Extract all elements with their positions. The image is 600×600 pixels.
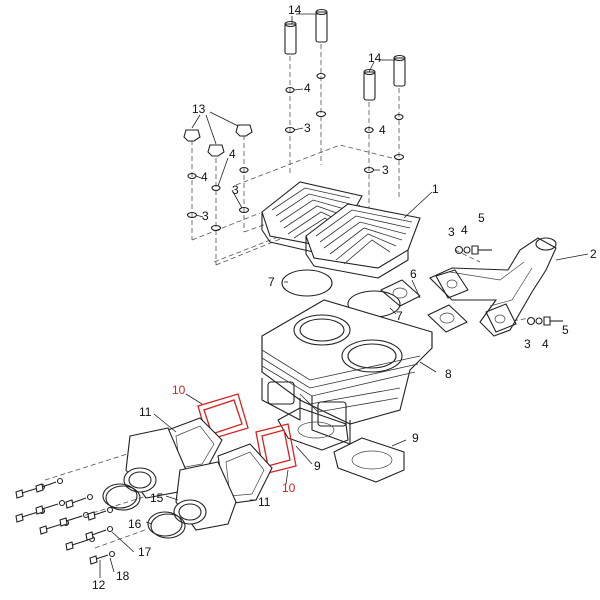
screw — [59, 511, 90, 527]
intake-flanges — [123, 427, 237, 531]
screw — [39, 519, 70, 535]
washer — [239, 166, 249, 174]
callout-10: 10 — [172, 383, 186, 397]
spacer-sleeve — [315, 11, 328, 43]
callout-15: 15 — [150, 491, 164, 505]
callout-6: 6 — [410, 267, 417, 281]
screw — [35, 477, 64, 493]
exhaust-gaskets — [380, 279, 468, 333]
screw — [85, 525, 114, 541]
callout-4: 4 — [229, 147, 236, 161]
screw — [65, 493, 94, 509]
nut — [183, 129, 201, 142]
callout-3: 3 — [232, 183, 239, 197]
screw — [65, 535, 96, 551]
callout-4: 4 — [379, 123, 386, 137]
callout-16: 16 — [128, 517, 142, 531]
callout-12: 12 — [92, 578, 106, 592]
callout-3: 3 — [524, 337, 531, 351]
spacer-sleeve — [363, 71, 376, 101]
callout-2: 2 — [590, 247, 597, 261]
callout-4: 4 — [201, 170, 208, 184]
cylinder-block — [261, 299, 433, 445]
spacer-sleeves-top — [284, 8, 406, 101]
screw — [35, 499, 66, 515]
callout-9: 9 — [412, 431, 419, 445]
callout-7: 7 — [396, 309, 403, 323]
callout-13: 13 — [192, 102, 206, 116]
screw — [89, 550, 116, 565]
cylinder-head — [261, 181, 421, 279]
screw — [87, 506, 114, 521]
exhaust-manifold — [429, 237, 557, 337]
callout-4: 4 — [542, 337, 549, 351]
bolt-head — [543, 316, 551, 326]
base-gaskets — [277, 407, 405, 483]
callout-14: 14 — [288, 3, 302, 17]
callout-4: 4 — [304, 81, 311, 95]
nuts-and-washers — [183, 72, 405, 232]
callout-3: 3 — [382, 163, 389, 177]
callout-5: 5 — [478, 211, 485, 225]
hose-clamps — [102, 483, 186, 539]
washer — [210, 224, 222, 232]
callout-17: 17 — [138, 545, 152, 559]
washer — [238, 206, 250, 214]
callout-9: 9 — [314, 459, 321, 473]
callout-3: 3 — [202, 209, 209, 223]
manifold-fasteners — [454, 245, 563, 326]
spacer-sleeve — [284, 23, 297, 55]
intake-screws — [15, 477, 116, 565]
bolt-head — [471, 245, 479, 255]
spacer-sleeve — [393, 57, 406, 87]
nut — [235, 124, 253, 137]
callout-8: 8 — [445, 367, 452, 381]
washer — [394, 113, 404, 121]
washer — [316, 72, 326, 80]
callout-labels: 14 14 13 4 3 4 3 4 4 3 3 1 3 4 5 2 7 6 7… — [92, 3, 597, 592]
washer — [211, 184, 221, 192]
callout-11: 11 — [139, 405, 152, 419]
washer — [315, 110, 327, 118]
washer — [393, 153, 405, 161]
callout-10: 10 — [282, 481, 296, 495]
washer — [526, 316, 536, 326]
lock-washer — [463, 246, 471, 254]
callout-14: 14 — [368, 51, 382, 65]
callout-3: 3 — [304, 121, 311, 135]
callout-3: 3 — [448, 225, 455, 239]
callout-1: 1 — [432, 182, 439, 196]
callout-4: 4 — [461, 223, 468, 237]
o-ring-left — [281, 269, 333, 297]
washer — [454, 245, 464, 255]
nut — [207, 144, 225, 157]
leader-lines — [99, 13, 589, 578]
callout-11: 11 — [258, 495, 271, 509]
callout-18: 18 — [116, 569, 130, 583]
callout-5: 5 — [562, 323, 569, 337]
lock-washer — [535, 317, 543, 325]
callout-7: 7 — [268, 275, 275, 289]
